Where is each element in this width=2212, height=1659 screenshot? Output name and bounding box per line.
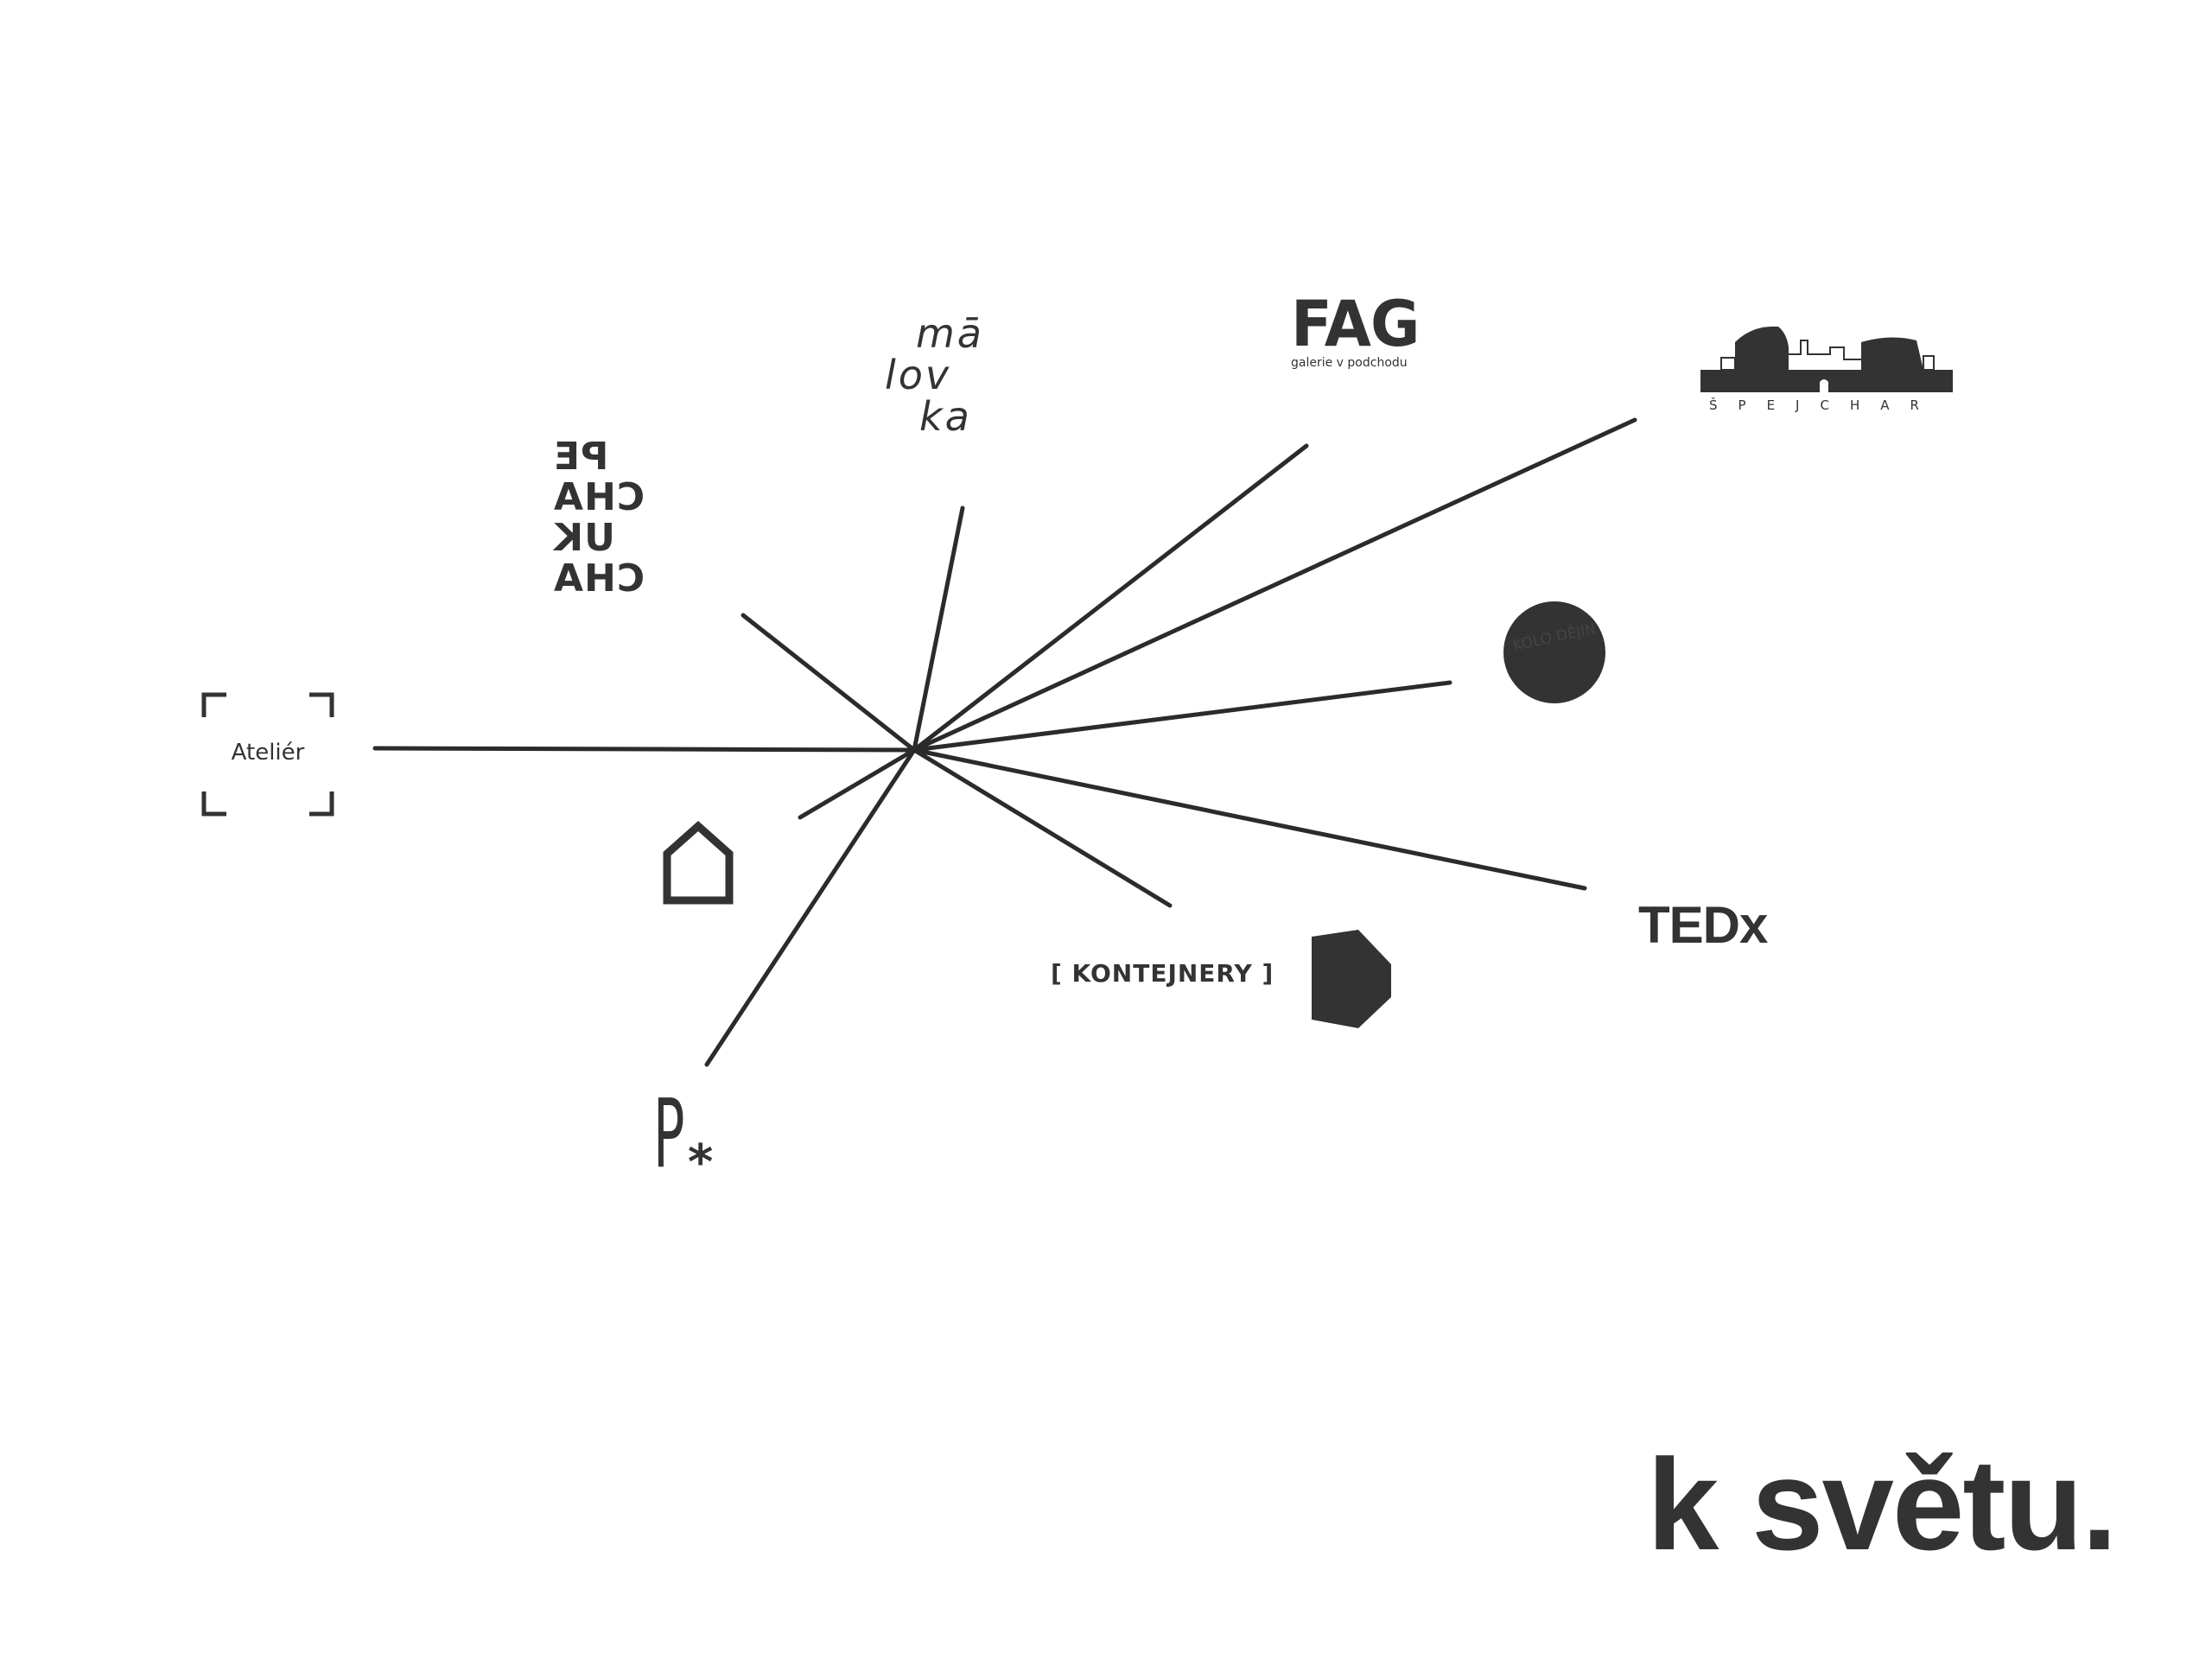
atelier-logo: Ateliér: [200, 691, 335, 817]
ray-house: [798, 747, 917, 820]
pstar-letter: P: [653, 1078, 685, 1189]
ray-malovka: [912, 505, 965, 753]
tedx-logo: TEDx: [1638, 896, 1768, 954]
fag-subtitle: galerie v podchodu: [1291, 356, 1408, 370]
pechakucha-line: CHA: [553, 475, 645, 519]
malovka-line: mā: [916, 310, 984, 357]
fag-title: FAG: [1291, 286, 1420, 362]
kontejnery-logo: [1310, 928, 1393, 1030]
slogan-text: k světu.: [1647, 1432, 2118, 1577]
ray-kontejnery: [912, 747, 1173, 908]
malovka-line: ka: [919, 393, 972, 440]
kontejnery-label: [ KONTEJNERY ]: [1051, 959, 1274, 988]
kolo-label: KOLO DĚJIN: [1511, 620, 1598, 655]
malovka-line: lov: [885, 352, 952, 398]
ray-pstar: [704, 747, 917, 1067]
pstar-logo: P *: [653, 1082, 748, 1220]
ray-kolo: [912, 680, 1452, 753]
pechakucha-line: PE: [553, 435, 609, 479]
house-logo: [660, 819, 736, 906]
bracket-frame-icon: [201, 692, 334, 817]
asterisk-icon: *: [688, 1135, 714, 1191]
barn-buildings-icon: [1700, 326, 1953, 392]
pechakucha-line: UK: [553, 516, 615, 560]
fag-logo: FAG galerie v podchodu: [1291, 286, 1421, 370]
pechakucha-logo: PE CHA UK CHA: [553, 435, 665, 601]
ray-fag: [912, 443, 1309, 753]
ray-spejchar: [912, 417, 1637, 753]
kolo-logo: KOLO DĚJIN: [1503, 601, 1605, 703]
spejchar-label: ŠPEJCHAR: [1709, 397, 1940, 413]
ray-atelier: [372, 746, 917, 753]
malovka-logo: mā lov ka: [881, 313, 1063, 451]
hexagon-icon: [1312, 930, 1391, 1028]
house-outline-icon: [663, 820, 734, 905]
ray-tedx: [912, 747, 1587, 891]
atelier-label: Ateliér: [231, 740, 305, 766]
ray-pechakucha: [741, 613, 917, 753]
pechakucha-line: CHA: [553, 556, 645, 601]
spejchar-logo: ŠPEJCHAR: [1700, 321, 1953, 416]
